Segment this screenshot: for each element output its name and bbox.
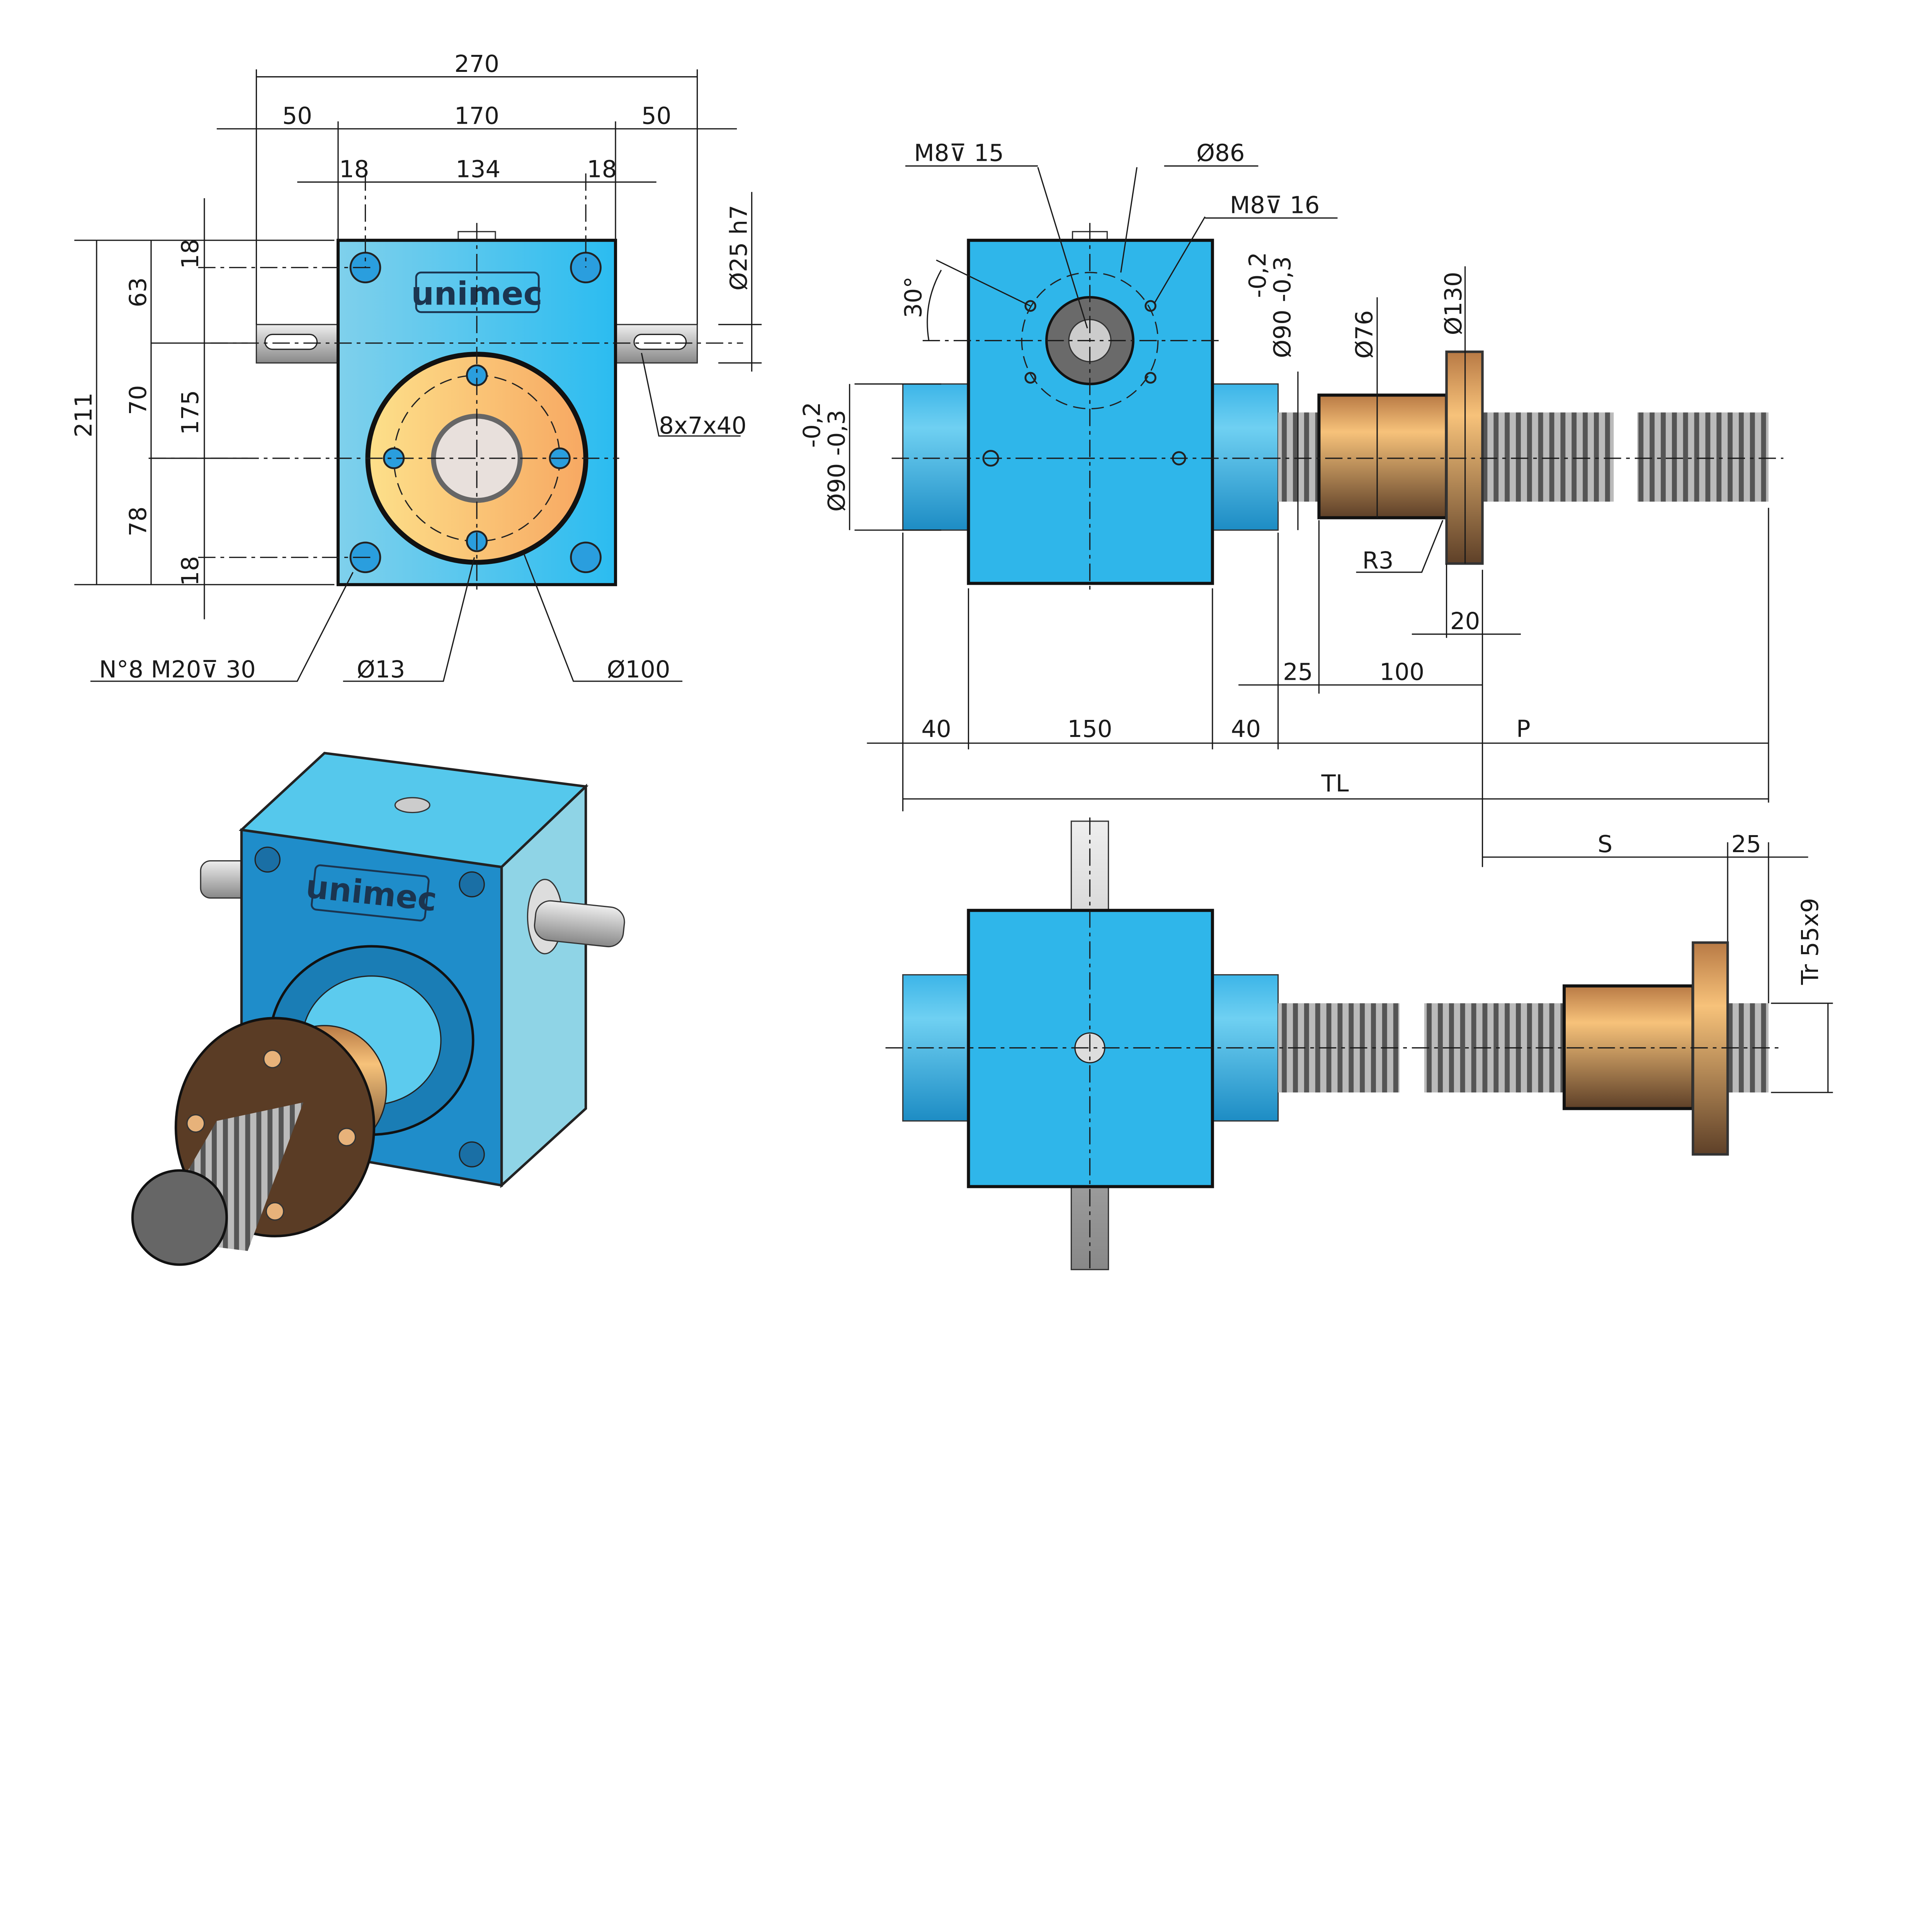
dimension-label: 134 bbox=[456, 155, 500, 183]
dimension-label: 20 bbox=[1450, 607, 1480, 635]
thread-spec-label: Tr 55x9 bbox=[1796, 898, 1824, 985]
mount-holes bbox=[349, 252, 602, 573]
dimension-label: 50 bbox=[282, 102, 312, 130]
bottom-view: S 25 Tr 55x9 bbox=[885, 817, 1833, 1270]
dimension-label: 18 bbox=[177, 556, 204, 586]
dimension-label: Ø25 h7 bbox=[725, 205, 753, 291]
dimension-label: P bbox=[1516, 715, 1531, 743]
screw-thread bbox=[1482, 412, 1614, 502]
dimension-label: N°8 M20⊽ 30 bbox=[99, 656, 255, 683]
dimension-label: 50 bbox=[641, 102, 671, 130]
isometric-view: unimec bbox=[131, 752, 625, 1266]
keyway-right bbox=[633, 334, 687, 350]
dimension-label: -0,2 bbox=[1244, 252, 1272, 298]
dimension-label: 70 bbox=[124, 385, 152, 415]
keyway-left bbox=[264, 334, 318, 350]
front-view: unimec 270 50 170 50 18 134 18 211 63 70… bbox=[70, 50, 762, 683]
dimension-label: 18 bbox=[339, 155, 369, 183]
dimension-label: 170 bbox=[454, 102, 499, 130]
dimension-label: 25 bbox=[1283, 659, 1313, 686]
dimension-label: 78 bbox=[124, 507, 152, 536]
dimension-label: 63 bbox=[124, 277, 152, 307]
dimension-label: Ø90 -0,3 bbox=[1269, 256, 1296, 358]
screw-thread bbox=[1637, 412, 1769, 502]
dimension-label: M8⊽ 15 bbox=[914, 140, 1004, 167]
dimension-label: 270 bbox=[454, 50, 499, 78]
dimension-label: -0,2 bbox=[798, 402, 826, 448]
bronze-nut bbox=[1317, 393, 1448, 519]
dimension-label: 175 bbox=[177, 390, 204, 435]
dimension-label: Ø90 -0,3 bbox=[823, 410, 850, 512]
dimension-label: Ø76 bbox=[1350, 310, 1378, 359]
dimension-label: Ø13 bbox=[357, 656, 405, 683]
dimension-label: 8x7x40 bbox=[659, 412, 747, 439]
dimension-label: Ø86 bbox=[1196, 140, 1245, 167]
dimension-label: 40 bbox=[1231, 715, 1261, 743]
dimension-label: M8⊽ 16 bbox=[1230, 191, 1320, 219]
dimension-label: 18 bbox=[177, 239, 204, 269]
cylinder-right bbox=[1212, 383, 1279, 531]
dimension-label: S bbox=[1598, 830, 1613, 858]
flange-diameter-label: Ø130 bbox=[1440, 272, 1467, 335]
dimension-label: 150 bbox=[1067, 715, 1112, 743]
logo-box bbox=[415, 271, 540, 313]
cylinder-left bbox=[902, 383, 969, 531]
dimension-label: R3 bbox=[1362, 547, 1394, 574]
side-view: M8⊽ 15 Ø86 M8⊽ 16 30° -0,2 Ø90 -0,3 -0,2… bbox=[798, 140, 1784, 867]
dimension-label: 30° bbox=[900, 276, 927, 318]
dimension-label: 18 bbox=[587, 155, 617, 183]
technical-drawing: unimec 270 50 170 50 18 134 18 211 63 70… bbox=[70, 50, 1833, 1270]
dimension-label: 211 bbox=[70, 393, 97, 437]
dimension-label: 25 bbox=[1731, 830, 1761, 858]
dimension-label: 40 bbox=[921, 715, 951, 743]
dimension-label: TL bbox=[1321, 770, 1349, 797]
dimension-label: Ø100 bbox=[607, 656, 670, 683]
dimension-label: 100 bbox=[1379, 659, 1424, 686]
